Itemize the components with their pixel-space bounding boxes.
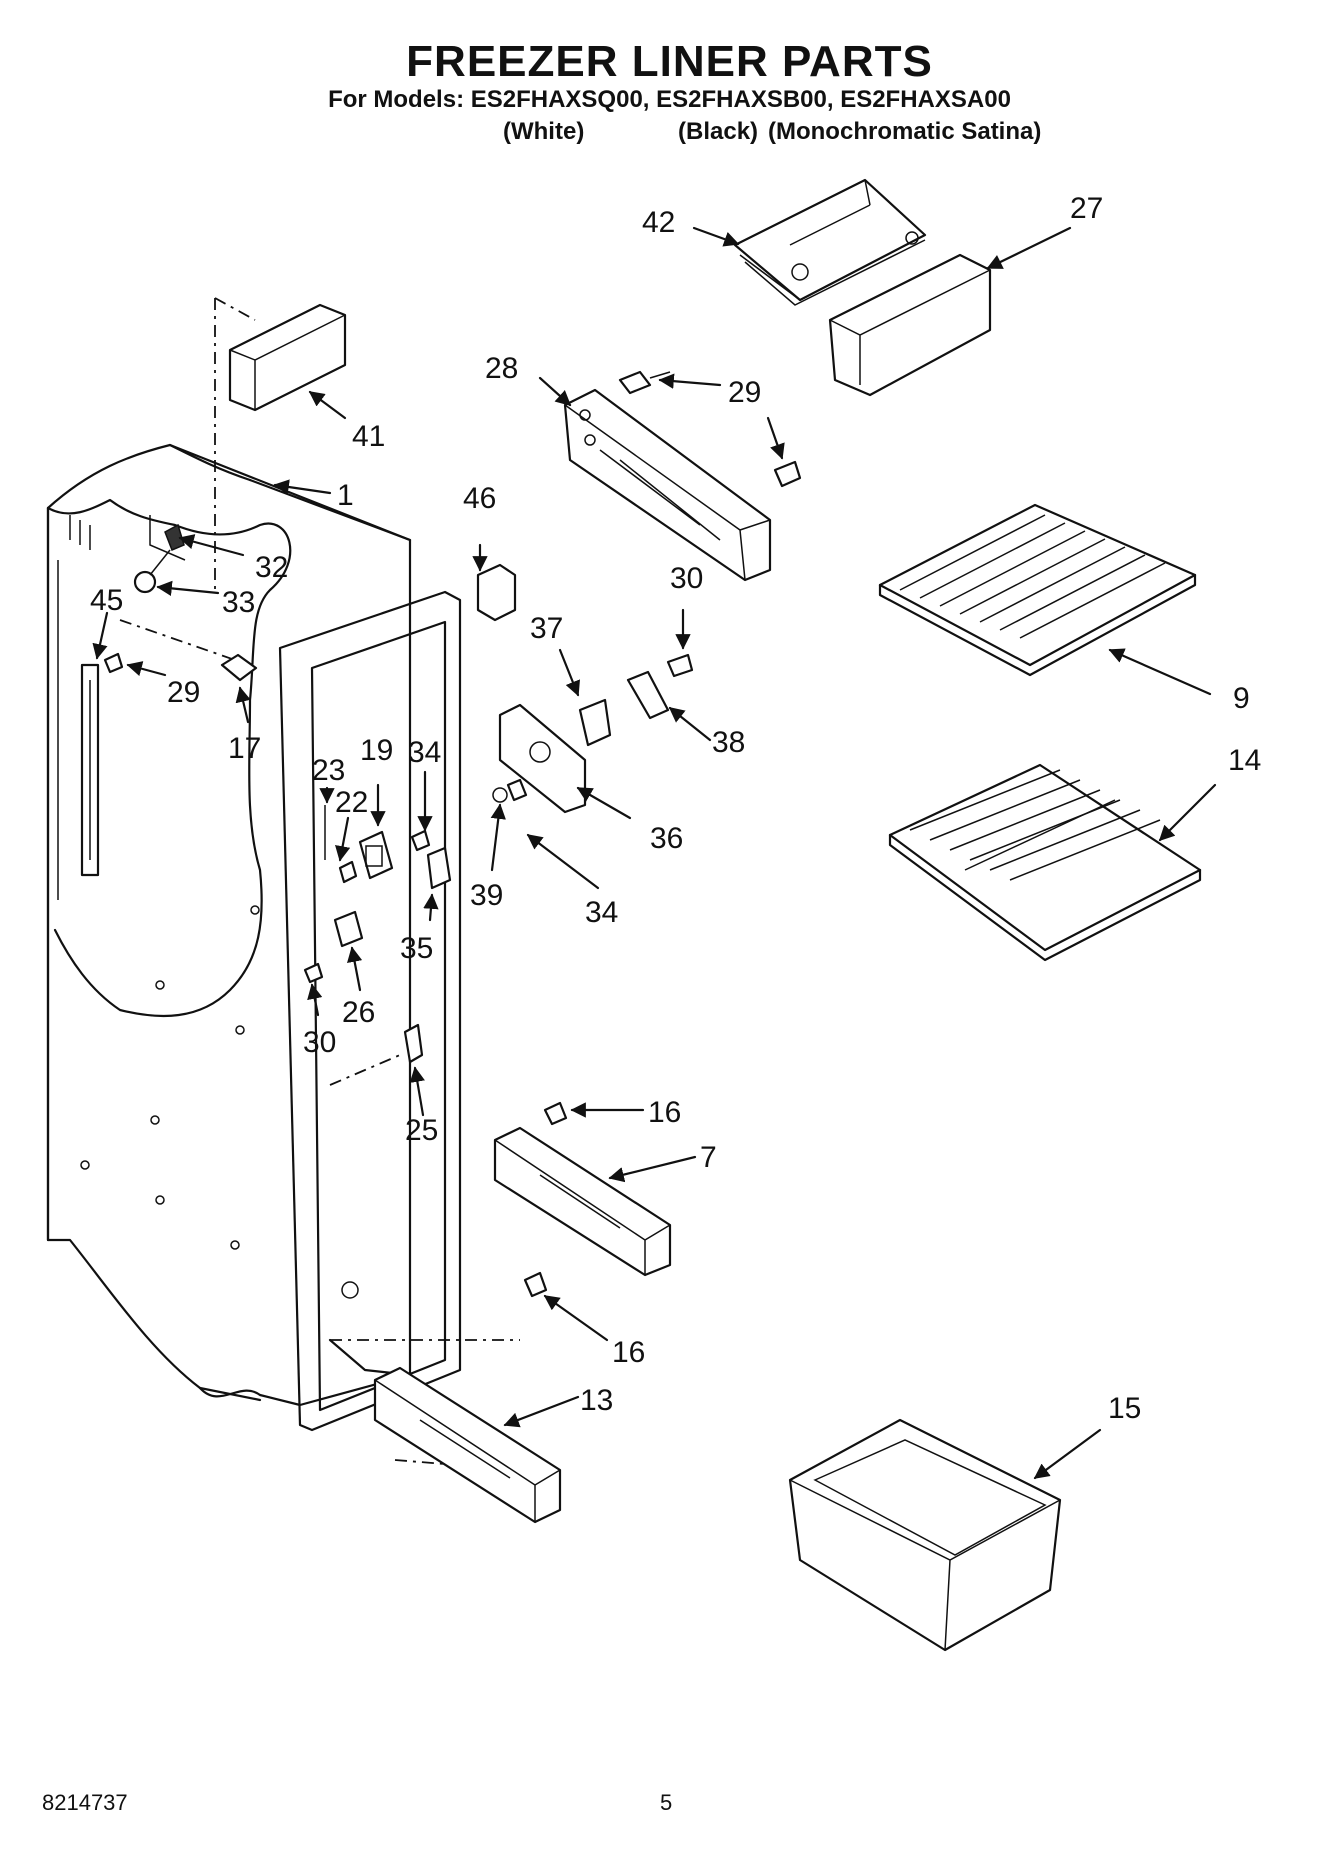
callout-25: 25 <box>405 1114 438 1147</box>
callout-34-left: 34 <box>408 736 441 769</box>
callout-14: 14 <box>1228 744 1261 777</box>
part-13-rail <box>373 1366 562 1524</box>
part-36-control-housing <box>492 698 612 814</box>
callout-13: 13 <box>580 1384 613 1417</box>
callout-42: 42 <box>642 206 675 239</box>
part-41-cover <box>228 303 347 412</box>
part-7-rail <box>493 1126 672 1277</box>
callout-27: 27 <box>1070 192 1103 225</box>
callout-16-bottom: 16 <box>612 1336 645 1369</box>
screws <box>103 370 802 1298</box>
part-14-wire-shelf <box>888 763 1202 962</box>
callout-16-top: 16 <box>648 1096 681 1129</box>
header: FREEZER LINER PARTS For Models: ES2FHAXS… <box>0 38 1339 114</box>
callout-17: 17 <box>228 732 261 765</box>
part-27-panel <box>828 253 992 397</box>
callout-19: 19 <box>360 734 393 767</box>
models-line: For Models: ES2FHAXSQ00, ES2FHAXSB00, ES… <box>328 86 1011 113</box>
callout-1: 1 <box>337 479 354 512</box>
callout-30-bottom: 30 <box>303 1026 336 1059</box>
callout-32: 32 <box>255 551 288 584</box>
callout-38: 38 <box>712 726 745 759</box>
callout-22: 22 <box>335 786 368 819</box>
page-title: FREEZER LINER PARTS <box>406 37 933 86</box>
callout-23: 23 <box>312 754 345 787</box>
callout-41: 41 <box>352 420 385 453</box>
callout-33: 33 <box>222 586 255 619</box>
callout-9: 9 <box>1233 682 1250 715</box>
variant-satina: (Monochromatic Satina) <box>768 118 1042 145</box>
part-42-bracket <box>733 178 927 306</box>
callout-26: 26 <box>342 996 375 1029</box>
callout-46: 46 <box>463 482 496 515</box>
leader-lines <box>92 226 1217 1480</box>
model-variants: (White) (Black) (Monochromatic Satina) <box>0 118 1339 148</box>
part-46-clip <box>476 563 517 622</box>
small-parts <box>133 523 452 1064</box>
callout-39: 39 <box>470 879 503 912</box>
callout-45: 45 <box>90 584 123 617</box>
variant-black: (Black) <box>678 118 759 145</box>
callout-7: 7 <box>700 1141 717 1174</box>
callout-29-top: 29 <box>728 376 761 409</box>
callout-30-top: 30 <box>670 562 703 595</box>
callout-35: 35 <box>400 932 433 965</box>
page-number: 5 <box>660 1790 673 1815</box>
variant-white: (White) <box>503 118 585 145</box>
callout-15: 15 <box>1108 1392 1141 1425</box>
doc-number: 8214737 <box>42 1790 128 1815</box>
callout-29-left: 29 <box>167 676 200 709</box>
callout-labels: 42 27 28 29 41 1 46 32 33 45 30 37 29 9 … <box>90 192 1261 1425</box>
part-15-bin <box>788 1418 1062 1652</box>
callout-37: 37 <box>530 612 563 645</box>
callout-34-right: 34 <box>585 896 618 929</box>
part-9-shelf <box>878 503 1197 677</box>
freezer-liner <box>46 443 462 1432</box>
callout-28: 28 <box>485 352 518 385</box>
part-28-duct <box>563 388 772 582</box>
part-38-sensor <box>626 670 670 720</box>
callout-36: 36 <box>650 822 683 855</box>
